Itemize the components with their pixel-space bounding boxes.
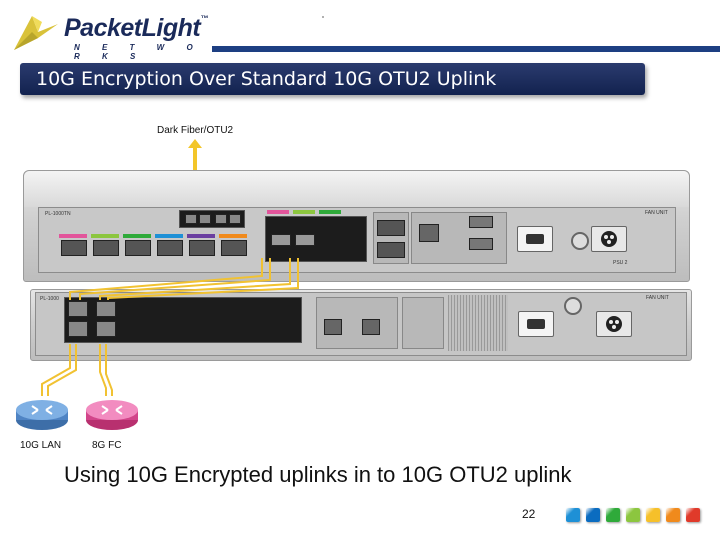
management-port (377, 220, 405, 236)
client-port (271, 234, 291, 246)
device-bottom-model: PL-1000 (40, 296, 59, 302)
console-port (469, 238, 493, 250)
fan-unit-label: FAN UNIT (645, 210, 668, 216)
footer-cube-icon (646, 508, 660, 522)
brand-tagline: N E T W O R K S (74, 43, 203, 61)
footer-cube-icon (586, 508, 600, 522)
port-color-stripe (123, 234, 151, 238)
router-icon (86, 400, 138, 430)
client-port (96, 301, 116, 317)
ac-socket-icon (606, 316, 622, 332)
client-port (96, 321, 116, 337)
device-top-model: PL-1000TN (45, 211, 71, 217)
console-port (469, 216, 493, 228)
router-icon (16, 400, 68, 430)
endpoint-label-8g-fc: 8G FC (92, 440, 122, 451)
footer-cube-icon (626, 508, 640, 522)
footer-cube-icon (606, 508, 620, 522)
alarm-card (402, 297, 444, 349)
port-color-stripe (91, 234, 119, 238)
client-port (93, 240, 119, 256)
psu-ac-socket (591, 226, 627, 252)
psu-power-inlet (518, 311, 554, 337)
endpoint-label-10g-lan: 10G LAN (20, 440, 62, 451)
psu-power-inlet (517, 226, 553, 252)
uplink-port (185, 214, 197, 224)
client-port (295, 234, 315, 246)
uplink-port (199, 214, 211, 224)
port-color-stripe (319, 210, 341, 214)
port-color-stripe (219, 234, 247, 238)
psu-ac-socket (596, 311, 632, 337)
management-port (377, 242, 405, 258)
device-bottom: PL-1000 FAN UNIT (30, 289, 692, 361)
port-color-stripe (155, 234, 183, 238)
port-color-stripe (59, 234, 87, 238)
psu-label: PSU 2 (613, 260, 628, 266)
client-port (68, 321, 88, 337)
packetlight-logo: PacketLight™ N E T W O R K S (12, 8, 212, 61)
client-port (125, 240, 151, 256)
port-color-stripe (187, 234, 215, 238)
client-port (221, 240, 247, 256)
client-port (157, 240, 183, 256)
fan-unit-label: FAN UNIT (646, 295, 669, 301)
ethernet-port (324, 319, 342, 335)
vent-grille (448, 295, 508, 351)
port-color-stripe (293, 210, 315, 214)
client-port (68, 301, 88, 317)
header-bar (212, 46, 720, 52)
footer-cube-icon (686, 508, 700, 522)
router-10g-lan (14, 396, 70, 437)
device-top: PL-1000TN P (23, 170, 690, 282)
port-color-stripe (267, 210, 289, 214)
slide-title: 10G Encryption Over Standard 10G OTU2 Up… (20, 63, 645, 95)
footer-cube-icon (666, 508, 680, 522)
ethernet-port (419, 224, 439, 242)
fiber-arrow-icon (188, 139, 202, 148)
fiber-label: Dark Fiber/OTU2 (157, 125, 234, 136)
uplink-port (215, 214, 227, 224)
psu-switch-icon (564, 297, 582, 315)
brand-name: PacketLight™ (64, 14, 208, 42)
page-number: 22 (522, 507, 536, 521)
client-port (61, 240, 87, 256)
footer-cube-icon (566, 508, 580, 522)
device-top-lid (24, 171, 689, 207)
client-port (189, 240, 215, 256)
ethernet-port (362, 319, 380, 335)
psu-switch-icon (571, 232, 589, 250)
slide-caption: Using 10G Encrypted uplinks in to 10G OT… (64, 462, 572, 487)
decorative-dot (322, 16, 324, 18)
device-bottom-faceplate: PL-1000 FAN UNIT (35, 292, 687, 356)
ac-socket-icon (601, 231, 617, 247)
uplink-port (229, 214, 241, 224)
router-8g-fc (84, 396, 140, 437)
device-top-faceplate: PL-1000TN P (38, 207, 676, 273)
logo-star-icon (14, 16, 58, 50)
